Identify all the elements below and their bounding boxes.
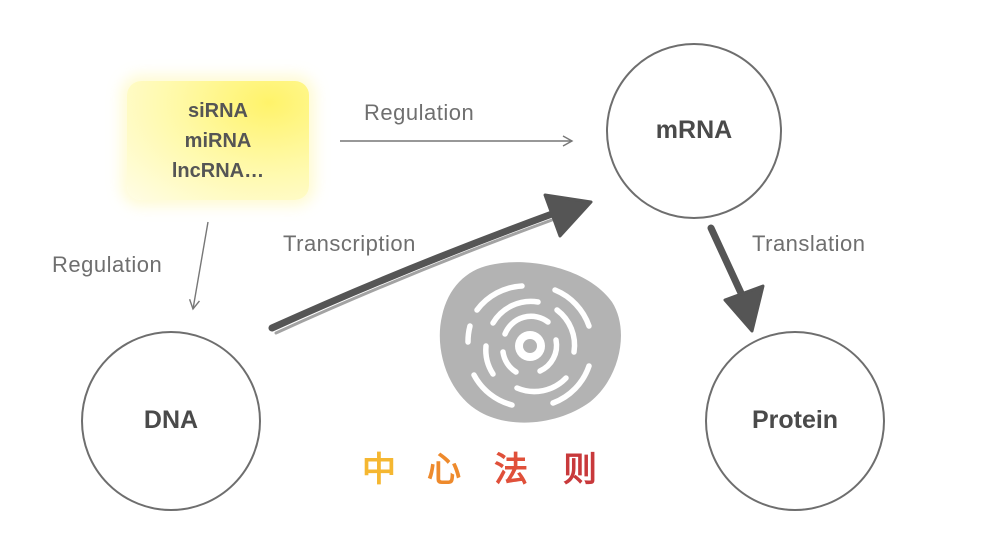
translation-label: Translation	[752, 231, 866, 256]
title-char-2: 心	[427, 450, 461, 490]
transcription-label: Transcription	[283, 231, 416, 256]
title-char-1: 中	[362, 450, 396, 490]
ncrna-line-mirna: miRNA	[184, 129, 252, 152]
dna-node-label: DNA	[143, 406, 199, 434]
ncrna-line-sirna: siRNA	[187, 99, 248, 122]
mrna-node-label: mRNA	[655, 116, 733, 144]
title-char-4: 则	[563, 450, 597, 490]
translation-arrow	[707, 224, 765, 333]
protein-node-circle	[705, 331, 885, 511]
cell-nucleus-icon	[439, 262, 621, 423]
mrna-node-circle	[606, 43, 782, 219]
regulation-label-left: Regulation	[52, 252, 163, 277]
dna-node-circle	[81, 331, 261, 511]
regulation-label-top: Regulation	[364, 100, 475, 125]
title-char-3: 法	[494, 450, 528, 490]
ncrna-box: siRNA miRNA lncRNA…	[127, 81, 309, 200]
regulation-arrow-to-dna	[188, 221, 209, 311]
protein-node-label: Protein	[751, 406, 839, 434]
transcription-arrow	[268, 193, 593, 335]
ncrna-line-lncrna: lncRNA…	[171, 159, 265, 182]
